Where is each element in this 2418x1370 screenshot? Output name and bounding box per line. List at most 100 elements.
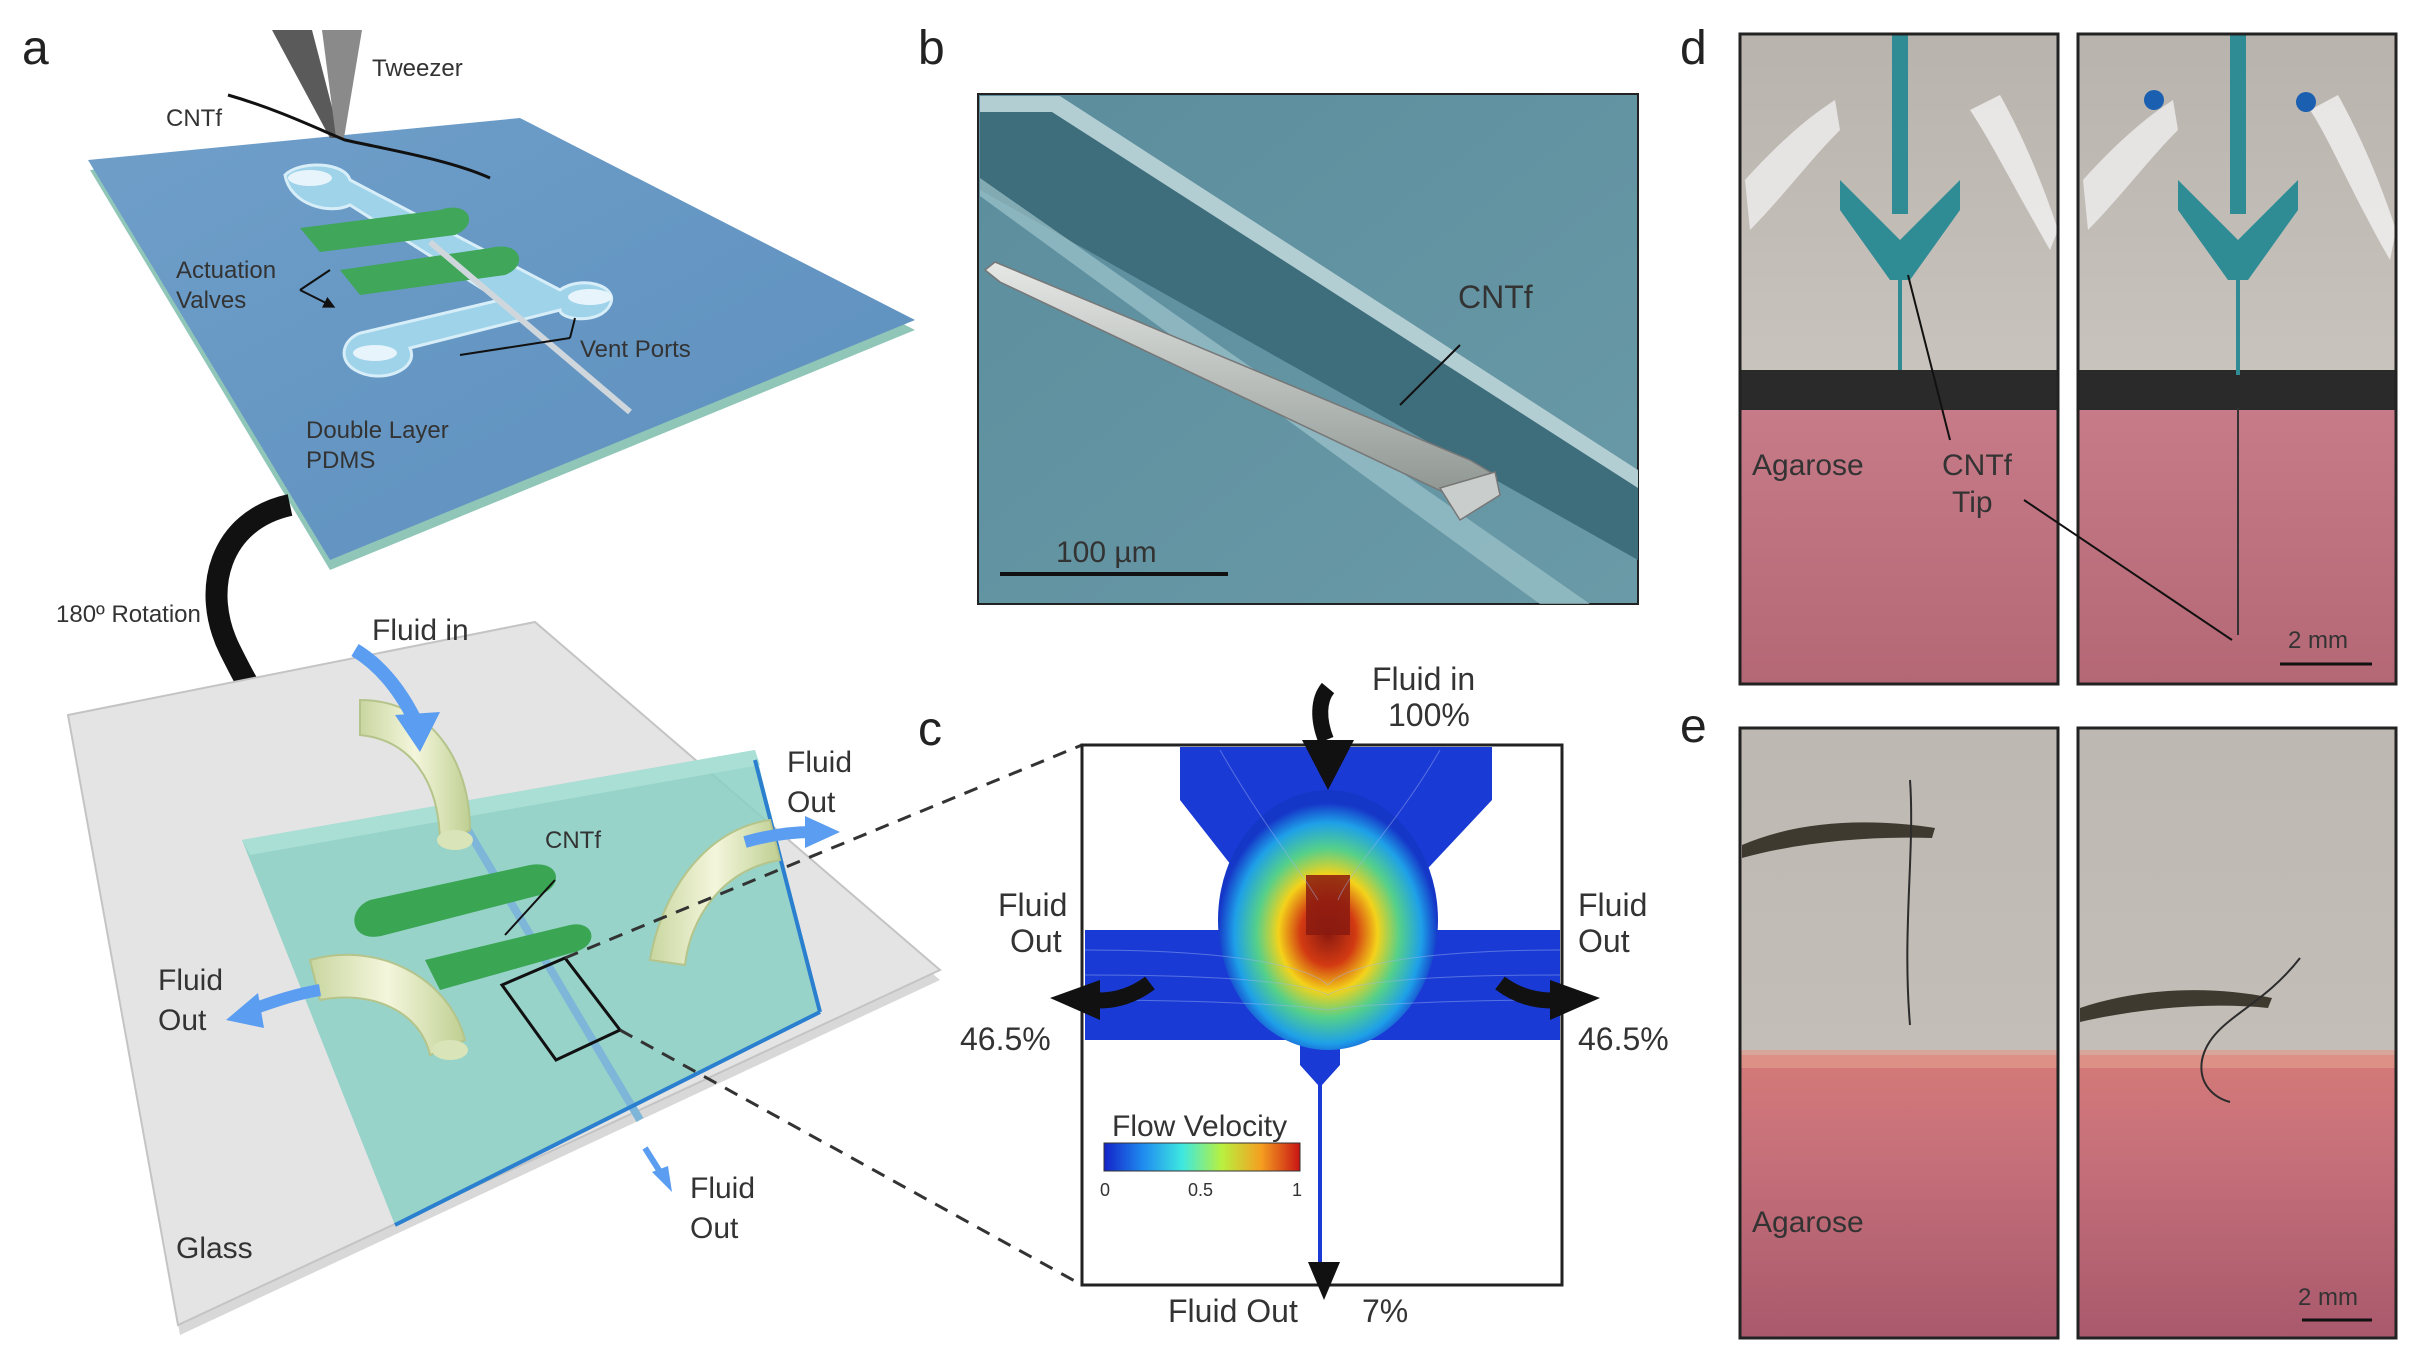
photo-d-right-dye-1 (2144, 90, 2164, 110)
colorbar-tick-0-5: 0.5 (1188, 1180, 1213, 1200)
photo-d-left-ledge (1740, 370, 2058, 410)
label-fluid-out-bottom-1: Fluid (690, 1172, 755, 1205)
photo-d-left (1738, 32, 2060, 686)
arrow-fluid-out-right (743, 826, 813, 848)
valve-2 (340, 246, 520, 295)
photo-e-left-surface (1740, 1050, 2058, 1068)
photo-e-right-tweezer (2080, 990, 2272, 1022)
arrow-fluid-out-right-head (805, 816, 840, 848)
label-pdms-line1: Double Layer (306, 417, 449, 444)
tweezer (227, 30, 491, 180)
chip-side (753, 759, 822, 1013)
photo-e-left (1738, 726, 2060, 1340)
panel-a: a Tweezer CNTf A (22, 22, 1083, 1335)
photo-d-right-ledge (2078, 370, 2396, 410)
label-fluid-out-left-2: Out (158, 1004, 207, 1037)
zoom-line-bottom (619, 1028, 1083, 1287)
label-d-cntf-1: CNTf (1942, 449, 2013, 482)
label-sem-scale: 100 µm (1056, 536, 1157, 569)
label-pdms-line2: PDMS (306, 447, 375, 474)
panel-e: e Agarose 2 mm (1680, 700, 2398, 1340)
tube-left-end (432, 1040, 468, 1060)
photo-e-left-agarose (1740, 1055, 2058, 1338)
cntf-fiber (227, 93, 491, 180)
label-fluid-in: Fluid in (372, 614, 469, 647)
arrow-fluid-out-left-head (226, 993, 264, 1028)
label-e-agarose: Agarose (1752, 1206, 1864, 1239)
vent-port-3 (353, 345, 397, 361)
photo-d-right-chevron (2178, 180, 2298, 280)
panel-a-letter: a (22, 22, 49, 75)
panel-e-letter: e (1680, 700, 1707, 753)
photo-d-left-agarose (1740, 408, 2058, 684)
photo-e-right-surface (2078, 1050, 2396, 1068)
panel-c: c Flow Velocity 0 0.5 1 Fluid in (918, 661, 1669, 1329)
flow-peak (1306, 875, 1350, 935)
arrow-c-left-head (1050, 980, 1100, 1020)
device-valve-1 (354, 864, 557, 937)
panel-c-letter: c (918, 703, 942, 756)
label-fluid-out-left-1: Fluid (158, 964, 223, 997)
photo-e-left-fiber (1906, 779, 1913, 1026)
label-c-left-1: Fluid (998, 887, 1067, 923)
tube-inlet-end (437, 830, 473, 850)
device-valve-2 (425, 924, 592, 990)
photo-d-right (2076, 32, 2398, 686)
sem-trench (980, 96, 1638, 560)
label-actuation-line2: Valves (176, 287, 246, 314)
zoom-line-top (564, 743, 1083, 960)
label-rotation: 180º Rotation (56, 601, 201, 628)
label-fluid-out-right-1: Fluid (787, 746, 852, 779)
colorbar (1103, 1142, 1301, 1172)
valves-leader-1 (299, 289, 336, 308)
label-sem-cntf: CNTf (1458, 279, 1533, 315)
cntf-leader-d-left (1907, 274, 1951, 441)
panel-b: b CNTf 100 µm (918, 22, 1639, 605)
label-fluid-out-bottom-2: Out (690, 1212, 739, 1245)
label-cntf-device: CNTf (545, 827, 601, 854)
label-e-scale: 2 mm (2298, 1284, 2358, 1311)
arrow-fluid-out-bottom-head (652, 1166, 672, 1192)
panel-b-letter: b (918, 22, 945, 75)
label-d-agarose: Agarose (1752, 449, 1864, 482)
photo-d-left-chevron (1840, 180, 1960, 280)
arrow-c-bottom-head (1308, 1262, 1340, 1300)
label-c-right-pct: 46.5% (1578, 1021, 1669, 1057)
tweezer-arm-left (272, 30, 340, 138)
label-c-left-2: Out (1010, 923, 1062, 959)
label-c-right-1: Fluid (1578, 887, 1647, 923)
photo-d-left-channel (1892, 34, 1908, 214)
label-cntf-top: CNTf (166, 105, 222, 132)
photo-d-right-channel (2230, 34, 2246, 214)
fiber-channel (428, 239, 632, 415)
pdms-top-layer (88, 118, 915, 560)
photo-d-left-frame (1738, 32, 2060, 686)
sem-cntf-leader (1399, 344, 1461, 406)
arrow-c-in-head (1302, 740, 1354, 790)
label-c-right-2: Out (1578, 923, 1630, 959)
photo-d-left-tube-2 (1970, 95, 2058, 250)
arrow-c-in (1312, 682, 1335, 743)
photo-d-right-tube-1 (2083, 100, 2178, 230)
label-c-left-pct: 46.5% (960, 1021, 1051, 1057)
vent-leader-1 (459, 337, 571, 356)
photo-e-right-fiber (2200, 957, 2301, 1103)
tube-right (648, 818, 782, 967)
label-c-fluid-in: Fluid in (1372, 661, 1475, 697)
label-c-fluid-in-pct: 100% (1388, 697, 1470, 733)
label-actuation-line1: Actuation (176, 257, 276, 284)
vent-port-1 (288, 170, 332, 186)
colorbar-title: Flow Velocity (1112, 1110, 1287, 1143)
pdms-device (88, 118, 915, 570)
arrow-c-right-head (1550, 980, 1600, 1020)
photo-e-right (2076, 726, 2398, 1340)
photo-e-right-frame (2076, 726, 2398, 1340)
label-d-scale: 2 mm (2288, 627, 2348, 654)
vent-leader-2 (569, 317, 576, 339)
arrow-fluid-in-head (395, 712, 440, 752)
label-fluid-out-right-2: Out (787, 786, 836, 819)
tweezer-arm-right (322, 30, 362, 138)
photo-d-right-frame (2076, 32, 2398, 686)
vent-port-2 (568, 289, 612, 305)
